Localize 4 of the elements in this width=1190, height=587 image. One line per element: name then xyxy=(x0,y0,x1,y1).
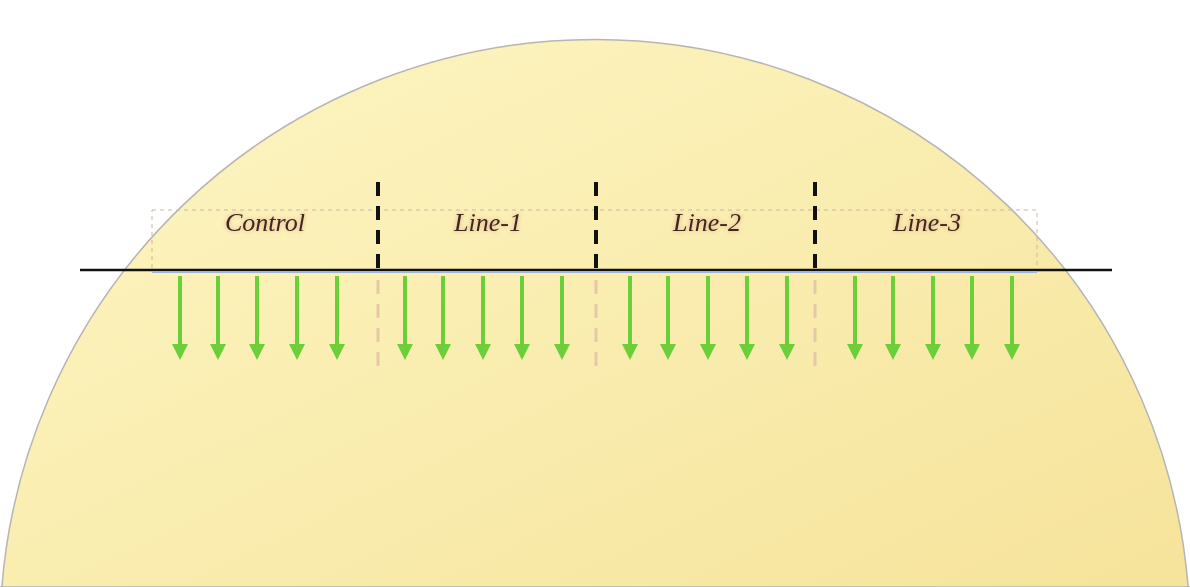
group-label: Line-2 xyxy=(671,208,742,238)
group-label: Line-1 xyxy=(452,208,523,238)
group-label: Line-3 xyxy=(891,208,962,238)
group-label: Control xyxy=(224,208,306,238)
